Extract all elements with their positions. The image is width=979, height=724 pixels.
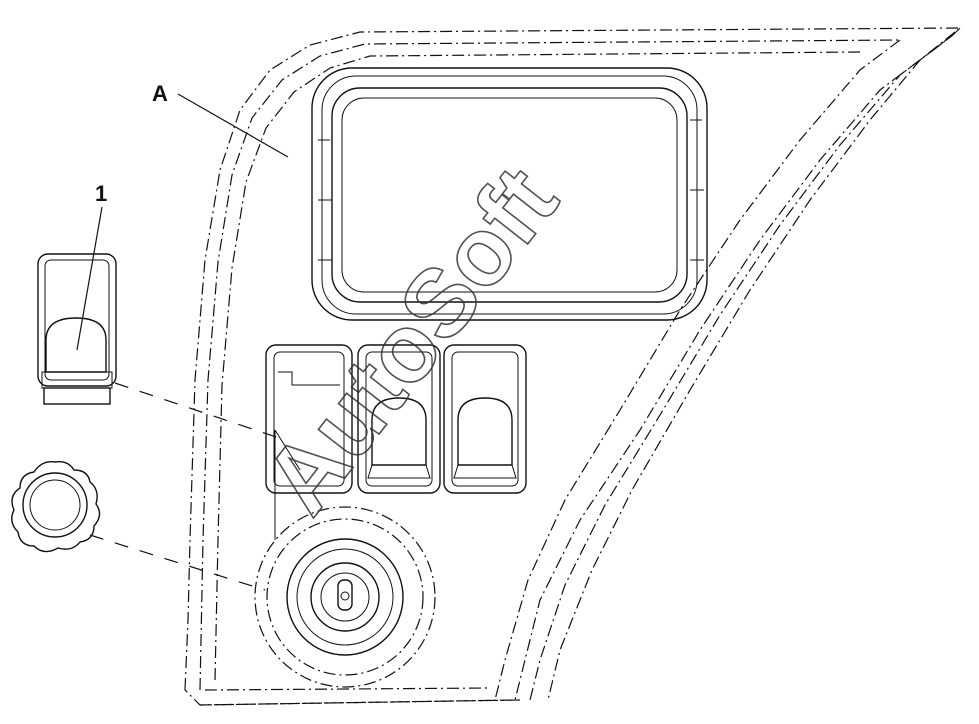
rocker-switch-part-1 [37,253,117,405]
callout-1: 1 [76,181,107,351]
rocker-switch-3 [443,344,527,494]
display-window [311,67,708,321]
callout-a: A [152,81,289,158]
switch-slot-empty [265,344,353,494]
side-panel-a [184,27,962,706]
ignition-switch-recess [254,429,436,688]
rocker-switch-2 [357,344,441,494]
watermark: AutoSoft [244,148,578,533]
explode-lines [89,382,286,591]
rotary-knob-part [11,460,101,553]
callout-label-a: A [152,81,168,106]
callout-label-1: 1 [95,181,107,206]
